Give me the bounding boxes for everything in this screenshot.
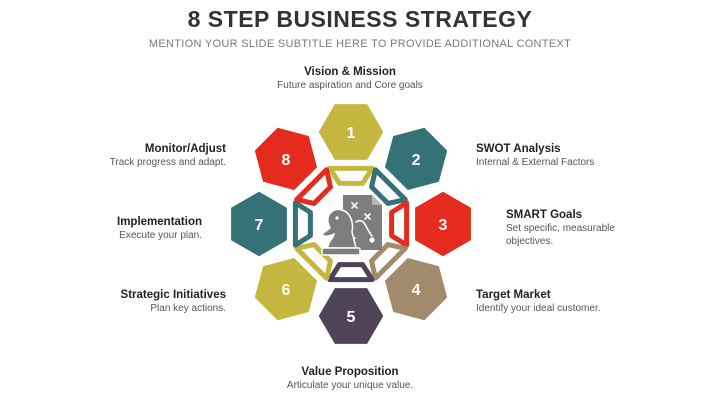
step-3-inner-segment — [389, 200, 410, 248]
step-2-hexagon-shape — [381, 124, 451, 194]
step-6-description: Plan key actions. — [150, 303, 226, 314]
step-7-label: Implementation Execute your plan. — [26, 216, 202, 242]
step-8-title: Monitor/Adjust — [144, 143, 226, 155]
step-3-label: SMART Goals Set specific, measurable obj… — [506, 209, 636, 248]
step-7-title: Implementation — [117, 216, 202, 228]
step-1-hexagon — [315, 101, 387, 186]
step-3-number: 3 — [439, 217, 448, 234]
chess-knight-strategy-document-icon — [321, 195, 382, 256]
step-5-hexagon-shape — [315, 285, 387, 347]
step-3-hexagon — [389, 188, 474, 260]
step-8-inner-segment — [294, 167, 333, 206]
step-4-label: Target Market Identify your ideal custom… — [476, 289, 676, 315]
step-1-number: 1 — [347, 125, 356, 142]
step-5-label: Value Proposition Articulate your unique… — [250, 366, 450, 392]
step-1-inner-segment — [327, 165, 375, 186]
step-6-title: Strategic Initiatives — [120, 289, 226, 301]
step-4-description: Identify your ideal customer. — [476, 303, 601, 314]
step-7-description: Execute your plan. — [119, 230, 202, 241]
step-2-label: SWOT Analysis Internal & External Factor… — [476, 143, 676, 169]
step-7-number: 7 — [255, 217, 264, 234]
step-8-label: Monitor/Adjust Track progress and adapt. — [26, 143, 226, 169]
step-4-title: Target Market — [476, 289, 551, 301]
step-8-hexagon-shape — [251, 124, 321, 194]
step-5-description: Articulate your unique value. — [286, 380, 414, 391]
step-8-hexagon — [251, 124, 333, 206]
step-2-number: 2 — [412, 152, 421, 169]
step-2-inner-segment — [369, 167, 408, 206]
step-1-label: Vision & Mission Future aspiration and C… — [250, 66, 450, 92]
step-3-title: SMART Goals — [506, 209, 583, 221]
step-2-description: Internal & External Factors — [476, 157, 595, 168]
step-5-title: Value Proposition — [301, 366, 399, 378]
step-3-hexagon-shape — [412, 188, 474, 260]
step-4-hexagon-shape — [381, 254, 451, 324]
step-4-number: 4 — [412, 282, 421, 299]
step-3-description: Set specific, measurable objectives. — [506, 223, 615, 247]
step-4-hexagon — [369, 242, 451, 324]
step-2-hexagon — [369, 124, 451, 206]
slide-title: 8 STEP BUSINESS STRATEGY — [187, 6, 533, 32]
step-1-description: Future aspiration and Core goals — [277, 80, 423, 91]
step-8-description: Track progress and adapt. — [109, 157, 226, 168]
step-6-hexagon — [251, 242, 333, 324]
step-7-hexagon — [228, 188, 313, 260]
step-5-hexagon — [315, 262, 387, 347]
step-8-number: 8 — [281, 152, 290, 169]
step-7-hexagon-shape — [228, 188, 290, 260]
step-6-label: Strategic Initiatives Plan key actions. — [26, 289, 226, 315]
step-7-inner-segment — [292, 200, 313, 248]
step-6-number: 6 — [281, 282, 290, 299]
step-4-inner-segment — [369, 242, 408, 281]
step-1-hexagon-shape — [315, 101, 387, 163]
step-6-hexagon-shape — [251, 254, 321, 324]
step-5-number: 5 — [347, 309, 356, 326]
step-5-inner-segment — [327, 262, 375, 283]
step-2-title: SWOT Analysis — [476, 143, 561, 155]
slide-subtitle: MENTION YOUR SLIDE SUBTITLE HERE TO PROV… — [148, 38, 572, 50]
step-1-title: Vision & Mission — [304, 66, 396, 78]
